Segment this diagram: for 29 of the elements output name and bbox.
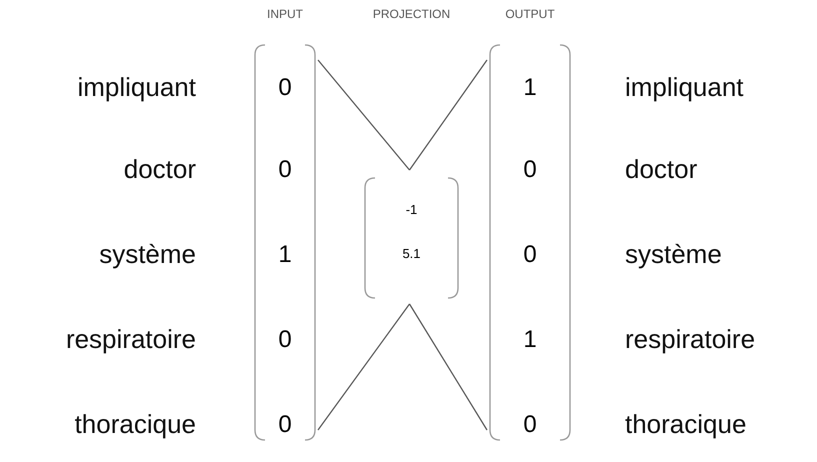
vector-value: 0 (277, 328, 293, 352)
word-label: système (99, 241, 196, 267)
connector-line (318, 304, 410, 430)
word-label: impliquant (625, 74, 744, 100)
word-label: impliquant (77, 74, 196, 100)
vector-value: 5.1 (401, 246, 422, 260)
vector-value: 0 (522, 158, 538, 182)
column-heading: INPUT (266, 7, 304, 21)
word-label: respiratoire (66, 326, 196, 352)
word-label: doctor (124, 156, 196, 182)
column-heading: PROJECTION (372, 7, 452, 21)
word-label: doctor (625, 156, 698, 182)
word-label: thoracique (74, 411, 196, 437)
vector-value: 0 (277, 413, 293, 437)
vector-value: -1 (404, 202, 418, 216)
connector-line (318, 60, 410, 170)
vector-value: 1 (522, 328, 538, 352)
vector-value: 0 (277, 158, 293, 182)
column-heading: OUTPUT (504, 7, 556, 21)
vector-value: 1 (277, 243, 293, 267)
vector-value: 0 (522, 243, 538, 267)
vector-value: 0 (522, 413, 538, 437)
connector-line (408, 304, 488, 430)
word-label: respiratoire (625, 326, 756, 352)
word-label: thoracique (625, 411, 746, 437)
connector-line (409, 60, 488, 170)
vector-value: 1 (522, 76, 538, 100)
word-label: système (625, 241, 722, 267)
vector-value: 0 (277, 76, 293, 100)
